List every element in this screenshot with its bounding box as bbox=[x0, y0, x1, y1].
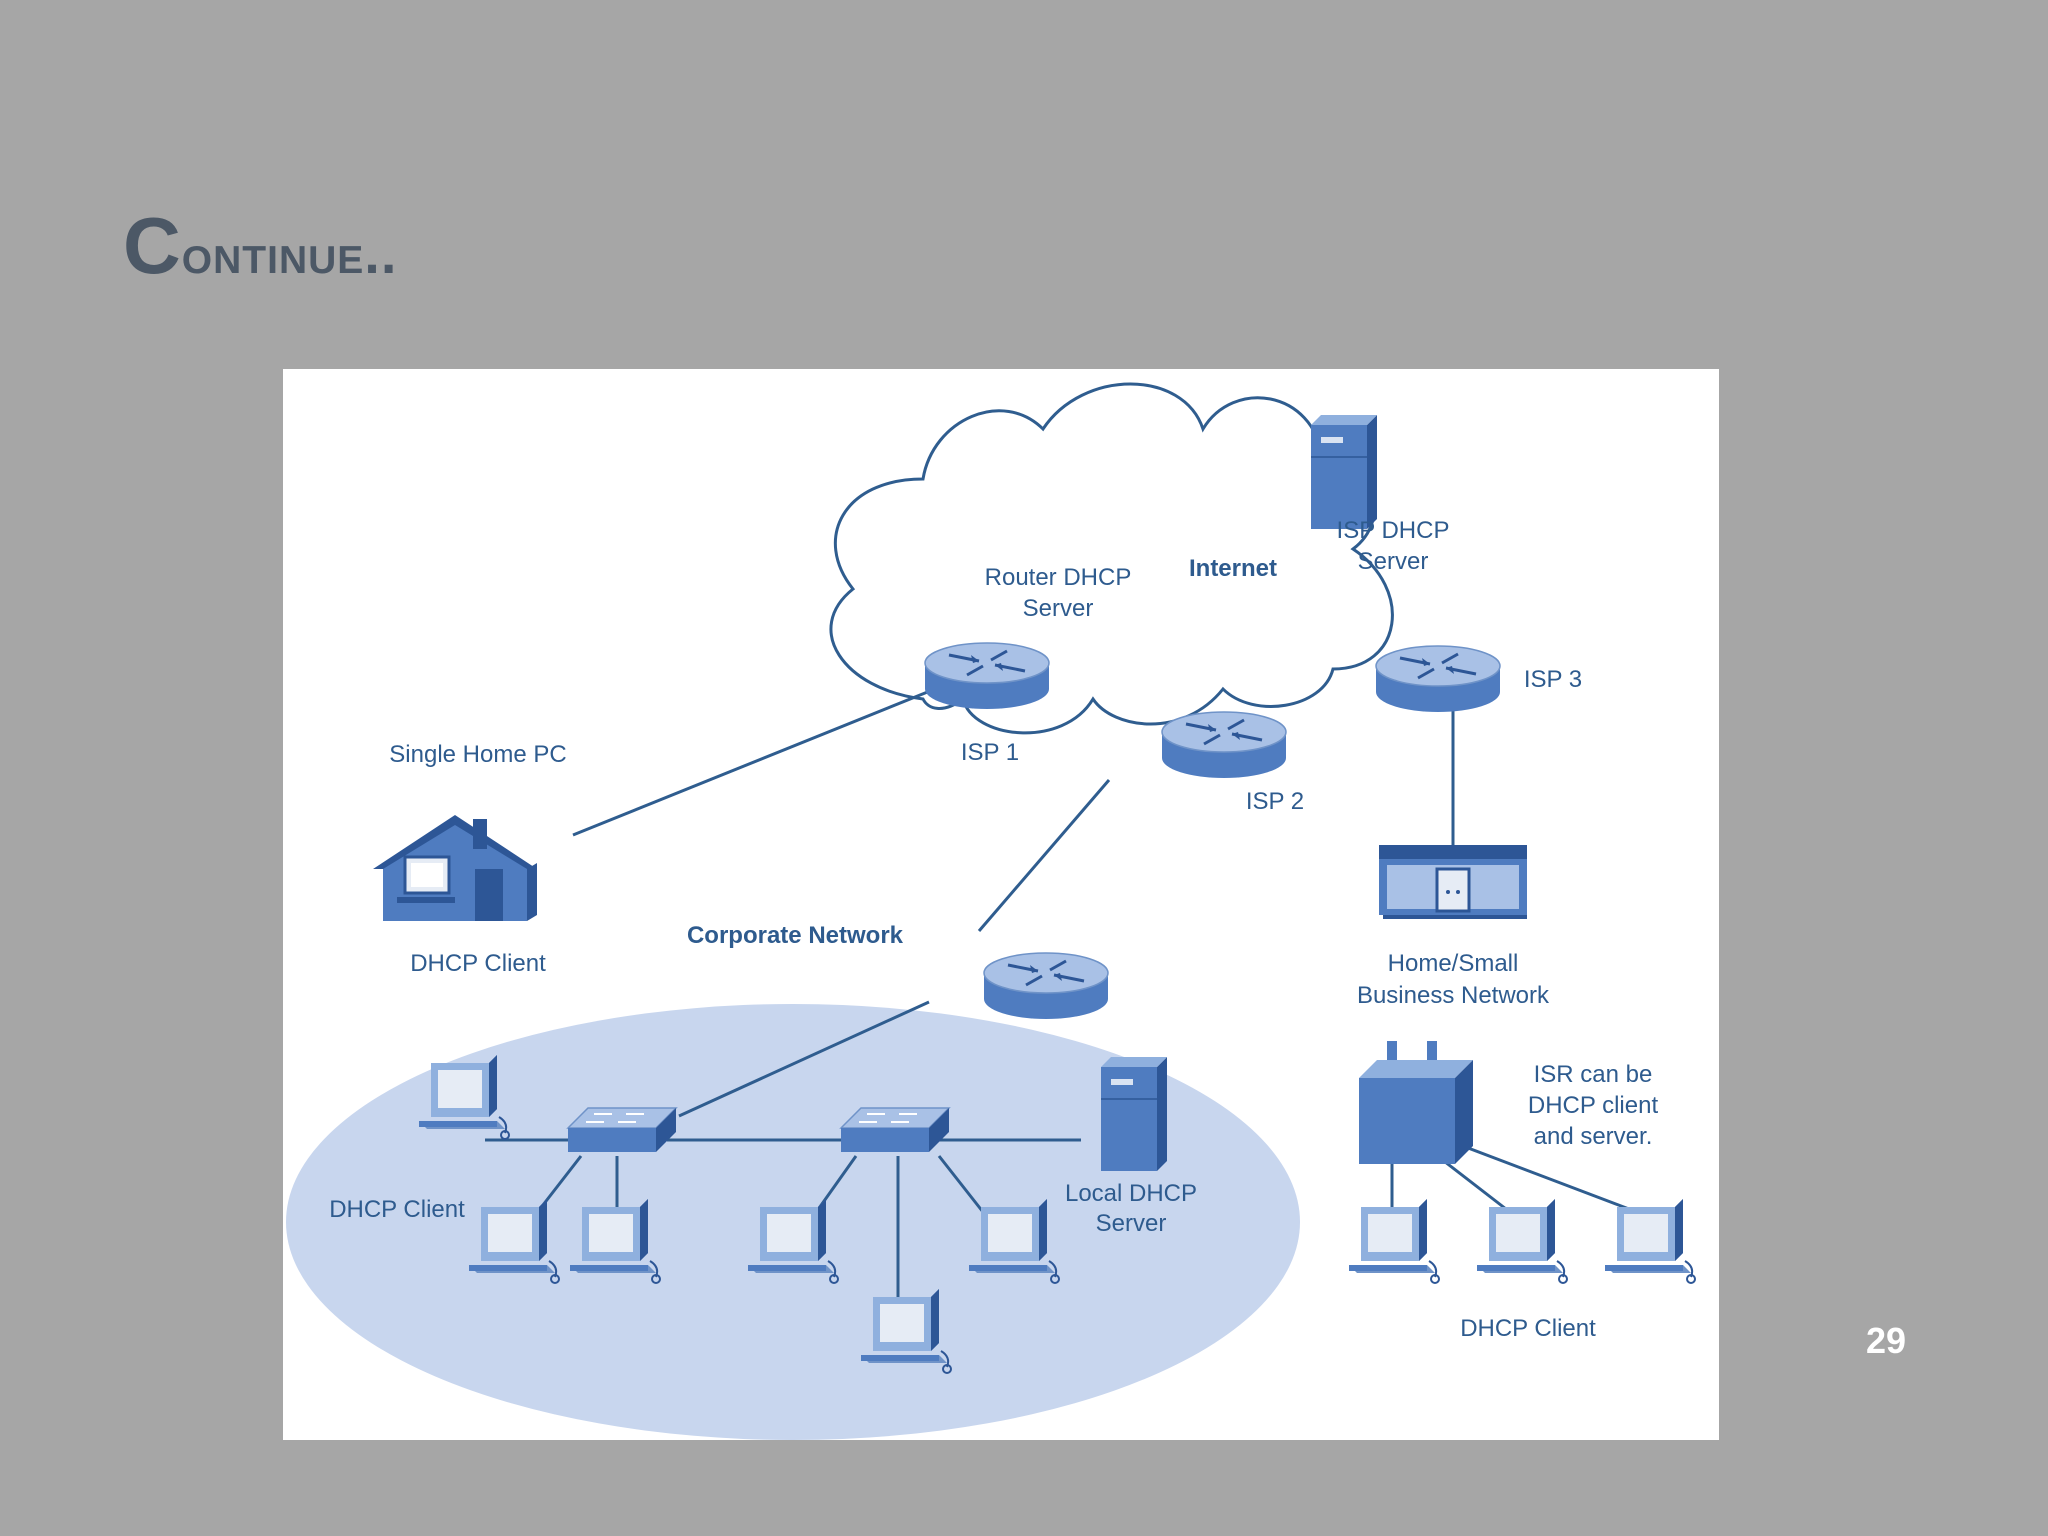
isp-dhcp-server-icon bbox=[1310, 414, 1378, 530]
home-dhcp-client-label: DHCP Client bbox=[410, 950, 546, 977]
home-small-business-label-line1: Home/Small bbox=[1388, 950, 1519, 977]
local-dhcp-server-icon bbox=[1100, 1056, 1168, 1172]
isp2-router-icon bbox=[1160, 710, 1288, 780]
isp3-label: ISP 3 bbox=[1524, 666, 1582, 693]
isp-dhcp-server-label-line1: ISP DHCP bbox=[1337, 517, 1450, 544]
corporate-pc-2-icon bbox=[468, 1198, 560, 1284]
small-business-building-icon bbox=[1379, 845, 1527, 919]
isr-note-line1: ISR can be bbox=[1534, 1061, 1653, 1088]
switch-right-icon bbox=[840, 1107, 950, 1153]
isp1-router-icon bbox=[923, 641, 1051, 711]
router-dhcp-server-label-line2: Server bbox=[1023, 595, 1094, 622]
internet-label: Internet bbox=[1189, 555, 1277, 582]
isp2-label: ISP 2 bbox=[1246, 788, 1304, 815]
corporate-dhcp-client-label: DHCP Client bbox=[329, 1196, 465, 1223]
isr-note-line2: DHCP client bbox=[1528, 1092, 1659, 1119]
home-small-business-label-line2: Business Network bbox=[1357, 982, 1550, 1009]
network-diagram: Internet Router DHCP Server ISP DHCP Ser… bbox=[283, 369, 1719, 1440]
isp3-router-icon bbox=[1374, 644, 1502, 714]
connection-lines bbox=[485, 689, 1630, 1301]
internet-cloud bbox=[829, 382, 1394, 735]
home-house-icon bbox=[373, 815, 537, 921]
isr-note-line3: and server. bbox=[1534, 1123, 1653, 1150]
business-dhcp-client-label: DHCP Client bbox=[1460, 1315, 1596, 1342]
corporate-pc-1-icon bbox=[418, 1054, 510, 1140]
isp-dhcp-server-label-line2: Server bbox=[1358, 548, 1429, 575]
single-home-pc-label: Single Home PC bbox=[389, 741, 566, 768]
page-number: 29 bbox=[1866, 1320, 1907, 1361]
corporate-pc-6-icon bbox=[968, 1198, 1060, 1284]
local-dhcp-server-label-line1: Local DHCP bbox=[1065, 1180, 1197, 1207]
slide-title: Continue.. bbox=[123, 201, 398, 290]
isr-client-pc-2-icon bbox=[1476, 1198, 1568, 1284]
isr-router-icon bbox=[1359, 1041, 1473, 1164]
isr-client-pc-3-icon bbox=[1604, 1198, 1696, 1284]
isr-client-pc-1-icon bbox=[1348, 1198, 1440, 1284]
isp1-label: ISP 1 bbox=[961, 739, 1019, 766]
corporate-router-icon bbox=[982, 951, 1110, 1021]
local-dhcp-server-label-line2: Server bbox=[1096, 1210, 1167, 1237]
corporate-network-label: Corporate Network bbox=[687, 922, 904, 949]
switch-left-icon bbox=[567, 1107, 677, 1153]
router-dhcp-server-label-line1: Router DHCP bbox=[985, 564, 1132, 591]
corporate-pc-5-icon bbox=[860, 1288, 952, 1374]
corporate-pc-4-icon bbox=[747, 1198, 839, 1284]
corporate-pc-3-icon bbox=[569, 1198, 661, 1284]
